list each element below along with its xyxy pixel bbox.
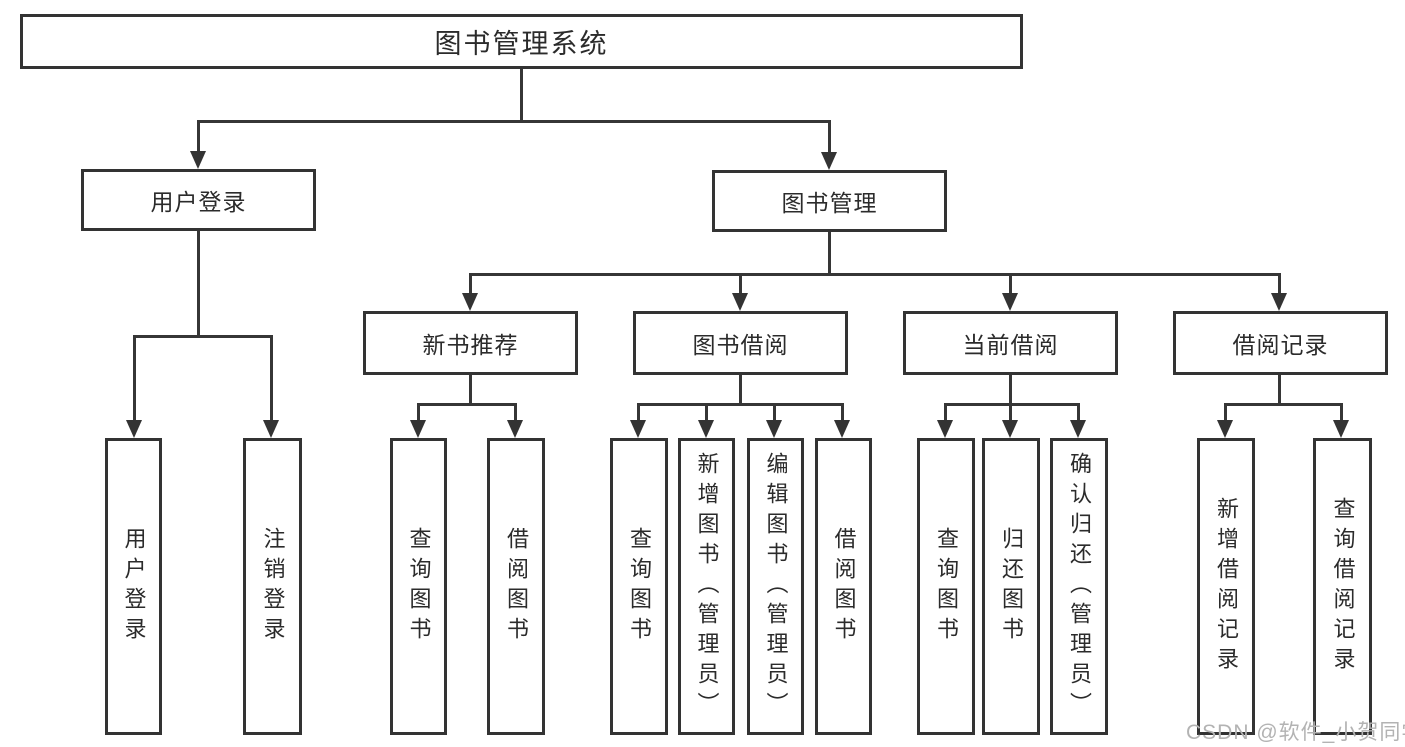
leaf-bb-borrow-books-label: 借阅图书 xyxy=(831,526,857,647)
leaf-bb-query-books-label: 查询图书 xyxy=(627,526,652,647)
connector-line xyxy=(944,403,947,420)
arrow-down-icon xyxy=(1333,420,1349,438)
csdn-watermark: CSDN @软件_小贺同学 xyxy=(1186,721,1405,744)
leaf-cb-confirm-return-admin-label: 确认归还（管理员） xyxy=(1067,451,1092,722)
connector-line xyxy=(197,231,200,335)
connector-line xyxy=(1340,403,1343,420)
leaf-bb-query-books: 查询图书 xyxy=(610,438,668,735)
connector-line xyxy=(1224,403,1343,406)
node-current-borrow-label: 当前借阅 xyxy=(962,332,1059,358)
leaf-user-login: 用户登录 xyxy=(105,438,162,735)
connector-line xyxy=(469,273,472,293)
connector-line xyxy=(739,273,742,293)
connector-line xyxy=(197,120,200,151)
connector-line xyxy=(705,403,708,420)
node-borrow-records: 借阅记录 xyxy=(1173,311,1388,375)
node-user-login-label: 用户登录 xyxy=(150,189,247,215)
connector-line xyxy=(133,335,273,338)
node-new-book-recommend: 新书推荐 xyxy=(363,311,578,375)
connector-line xyxy=(1278,375,1281,403)
leaf-nb-query-books-label: 查询图书 xyxy=(406,526,432,647)
connector-line xyxy=(739,375,742,403)
arrow-down-icon xyxy=(766,420,782,438)
leaf-user-login-label: 用户登录 xyxy=(121,526,147,647)
connector-line xyxy=(944,403,1080,406)
connector-line xyxy=(417,403,420,420)
leaf-bb-add-books-admin-label: 新增图书（管理员） xyxy=(694,451,720,722)
arrow-down-icon xyxy=(1217,420,1233,438)
arrow-down-icon xyxy=(1271,293,1287,311)
leaf-bb-add-books-admin: 新增图书（管理员） xyxy=(678,438,735,735)
connector-line xyxy=(520,69,523,120)
connector-line xyxy=(828,232,831,273)
leaf-logout-label: 注销登录 xyxy=(260,526,286,647)
node-root: 图书管理系统 xyxy=(20,14,1023,69)
connector-line xyxy=(514,403,517,420)
node-new-book-recommend-label: 新书推荐 xyxy=(422,332,519,358)
connector-line xyxy=(1224,403,1227,420)
leaf-bb-edit-books-admin-label: 编辑图书（管理员） xyxy=(763,451,789,722)
leaf-nb-query-books: 查询图书 xyxy=(390,438,447,735)
connector-line xyxy=(1009,273,1012,293)
arrow-down-icon xyxy=(190,151,206,169)
leaf-cb-query-books-label: 查询图书 xyxy=(934,526,959,647)
leaf-cb-return-books-label: 归还图书 xyxy=(999,526,1024,647)
arrow-down-icon xyxy=(821,152,837,170)
leaf-cb-query-books: 查询图书 xyxy=(917,438,975,735)
arrow-down-icon xyxy=(1002,420,1018,438)
arrow-down-icon xyxy=(126,420,142,438)
node-user-login: 用户登录 xyxy=(81,169,316,231)
connector-line xyxy=(841,403,844,420)
arrow-down-icon xyxy=(732,293,748,311)
leaf-br-query-record-label: 查询借阅记录 xyxy=(1330,496,1356,677)
connector-line xyxy=(469,375,472,403)
arrow-down-icon xyxy=(698,420,714,438)
leaf-cb-return-books: 归还图书 xyxy=(982,438,1040,735)
leaf-br-add-record: 新增借阅记录 xyxy=(1197,438,1255,735)
connector-line xyxy=(197,120,831,123)
connector-line xyxy=(469,273,1281,276)
arrow-down-icon xyxy=(263,420,279,438)
arrow-down-icon xyxy=(410,420,426,438)
leaf-bb-borrow-books: 借阅图书 xyxy=(815,438,872,735)
connector-line xyxy=(1009,403,1012,420)
node-book-borrow-label: 图书借阅 xyxy=(692,332,789,358)
arrow-down-icon xyxy=(1002,293,1018,311)
connector-line xyxy=(828,120,831,152)
leaf-br-add-record-label: 新增借阅记录 xyxy=(1214,496,1239,677)
leaf-logout: 注销登录 xyxy=(243,438,302,735)
node-book-borrow: 图书借阅 xyxy=(633,311,848,375)
connector-line xyxy=(637,403,640,420)
arrow-down-icon xyxy=(937,420,953,438)
connector-line xyxy=(1077,403,1080,420)
connector-line xyxy=(270,335,273,420)
arrow-down-icon xyxy=(630,420,646,438)
node-root-label: 图书管理系统 xyxy=(434,29,609,59)
connector-line xyxy=(637,403,844,406)
node-borrow-records-label: 借阅记录 xyxy=(1232,332,1329,358)
connector-line xyxy=(1009,375,1012,403)
arrow-down-icon xyxy=(1070,420,1086,438)
leaf-bb-edit-books-admin: 编辑图书（管理员） xyxy=(747,438,804,735)
arrow-down-icon xyxy=(507,420,523,438)
node-current-borrow: 当前借阅 xyxy=(903,311,1118,375)
node-book-management: 图书管理 xyxy=(712,170,947,232)
leaf-nb-borrow-books-label: 借阅图书 xyxy=(504,526,529,647)
leaf-br-query-record: 查询借阅记录 xyxy=(1313,438,1372,735)
leaf-nb-borrow-books: 借阅图书 xyxy=(487,438,545,735)
connector-line xyxy=(133,335,136,420)
arrow-down-icon xyxy=(834,420,850,438)
arrow-down-icon xyxy=(462,293,478,311)
connector-line xyxy=(417,403,517,406)
node-book-management-label: 图书管理 xyxy=(781,190,878,216)
connector-line xyxy=(773,403,776,420)
connector-line xyxy=(1278,273,1281,293)
leaf-cb-confirm-return-admin: 确认归还（管理员） xyxy=(1050,438,1108,735)
